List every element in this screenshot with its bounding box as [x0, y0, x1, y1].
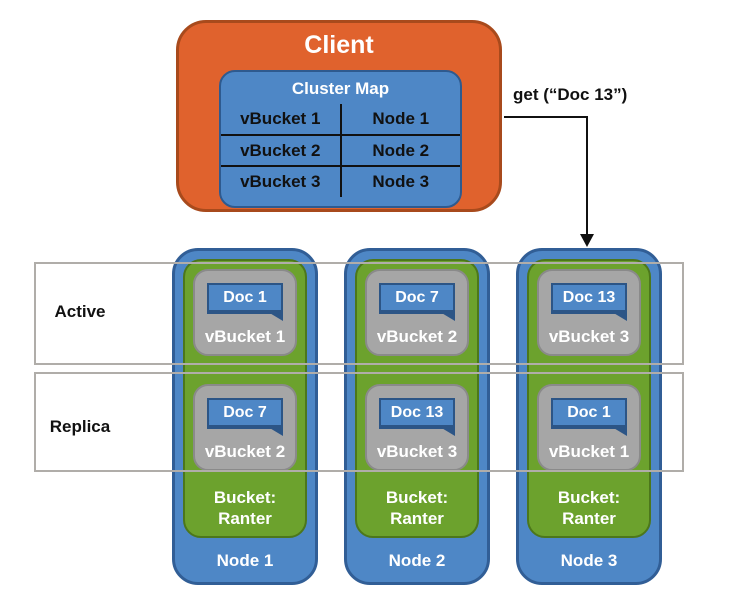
bucket-label-line2: Ranter	[218, 508, 272, 528]
doc-label: Doc 7	[395, 288, 439, 306]
doc-label: Doc 13	[390, 403, 444, 421]
doc-folded-corner-icon	[268, 427, 283, 436]
node-1-bucket: Doc 1 vBucket 1 Doc 7 vBucket 2 Bucket: …	[183, 259, 307, 538]
cluster-map-node: Node 2	[340, 134, 460, 166]
doc-folded-corner-icon	[440, 427, 455, 436]
doc-label: Doc 1	[567, 403, 611, 421]
node-1-column: Doc 1 vBucket 1 Doc 7 vBucket 2 Bucket: …	[172, 248, 318, 585]
node-2-active-vbucket: Doc 7 vBucket 2	[365, 269, 469, 356]
doc-folded-corner-icon	[612, 312, 627, 321]
client-title: Client	[304, 31, 374, 59]
vbucket-label: vBucket 1	[204, 327, 286, 346]
node-3-bucket: Doc 13 vBucket 3 Doc 1 vBucket 1 Bucket:…	[527, 259, 651, 538]
replica-band	[34, 372, 684, 472]
replica-band-label: Replica	[49, 417, 111, 436]
cluster-map-row: vBucket 1 Node 1	[221, 104, 460, 135]
doc-callout: Doc 1	[207, 283, 283, 321]
cluster-map-node: Node 3	[340, 165, 460, 197]
active-band-label: Active	[54, 302, 106, 321]
cluster-map-row: vBucket 3 Node 3	[221, 165, 460, 197]
node-3-replica-vbucket: Doc 1 vBucket 1	[537, 384, 641, 471]
node-3-label: Node 3	[560, 551, 618, 570]
get-request-label: get (“Doc 13”)	[513, 85, 628, 104]
node-2-replica-vbucket: Doc 13 vBucket 3	[365, 384, 469, 471]
bucket-label: Bucket: Ranter	[357, 487, 477, 530]
cluster-map-table: vBucket 1 Node 1 vBucket 2 Node 2 vBucke…	[221, 104, 460, 197]
cluster-map-node: Node 1	[372, 109, 430, 128]
node-3-column: Doc 13 vBucket 3 Doc 1 vBucket 1 Bucket:…	[516, 248, 662, 585]
node-2-bucket: Doc 7 vBucket 2 Doc 13 vBucket 3 Bucket:…	[355, 259, 479, 538]
node-2-column: Doc 7 vBucket 2 Doc 13 vBucket 3 Bucket:…	[344, 248, 490, 585]
doc-label: Doc 1	[223, 288, 267, 306]
cluster-map-row: vBucket 2 Node 2	[221, 134, 460, 166]
node-2-label: Node 2	[388, 551, 446, 570]
vbucket-label: vBucket 2	[376, 327, 458, 346]
doc-folded-corner-icon	[440, 312, 455, 321]
vbucket-label: vBucket 3	[376, 442, 458, 461]
active-band	[34, 262, 684, 365]
doc-callout: Doc 13	[379, 398, 455, 436]
vbucket-label: vBucket 1	[548, 442, 630, 461]
node-3-active-vbucket: Doc 13 vBucket 3	[537, 269, 641, 356]
vbucket-label: vBucket 3	[548, 327, 630, 346]
bucket-label-line1: Bucket:	[557, 487, 621, 507]
node-1-active-vbucket: Doc 1 vBucket 1	[193, 269, 297, 356]
cluster-map-vbucket: vBucket 1	[221, 104, 342, 135]
doc-callout: Doc 7	[379, 283, 455, 321]
vbucket-label: vBucket 2	[204, 442, 286, 461]
node-1-label: Node 1	[216, 551, 274, 570]
doc-folded-corner-icon	[268, 312, 283, 321]
cluster-map-vbucket: vBucket 3	[221, 165, 342, 197]
doc-callout: Doc 13	[551, 283, 627, 321]
doc-folded-corner-icon	[612, 427, 627, 436]
node-1-replica-vbucket: Doc 7 vBucket 2	[193, 384, 297, 471]
bucket-label-line2: Ranter	[562, 508, 616, 528]
bucket-label: Bucket: Ranter	[185, 487, 305, 530]
doc-callout: Doc 1	[551, 398, 627, 436]
cluster-map-vbucket: vBucket 2	[221, 134, 342, 166]
doc-label: Doc 13	[562, 288, 616, 306]
bucket-label-line2: Ranter	[390, 508, 444, 528]
doc-callout: Doc 7	[207, 398, 283, 436]
cluster-map-title: Cluster Map	[291, 79, 390, 98]
bucket-label-line1: Bucket:	[213, 487, 277, 507]
cluster-map-box: Cluster Map vBucket 1 Node 1 vBucket 2 N…	[219, 70, 462, 208]
client-box: Client Cluster Map vBucket 1 Node 1 vBuc…	[176, 20, 502, 212]
doc-label: Doc 7	[223, 403, 267, 421]
bucket-label-line1: Bucket:	[385, 487, 449, 507]
bucket-label: Bucket: Ranter	[529, 487, 649, 530]
